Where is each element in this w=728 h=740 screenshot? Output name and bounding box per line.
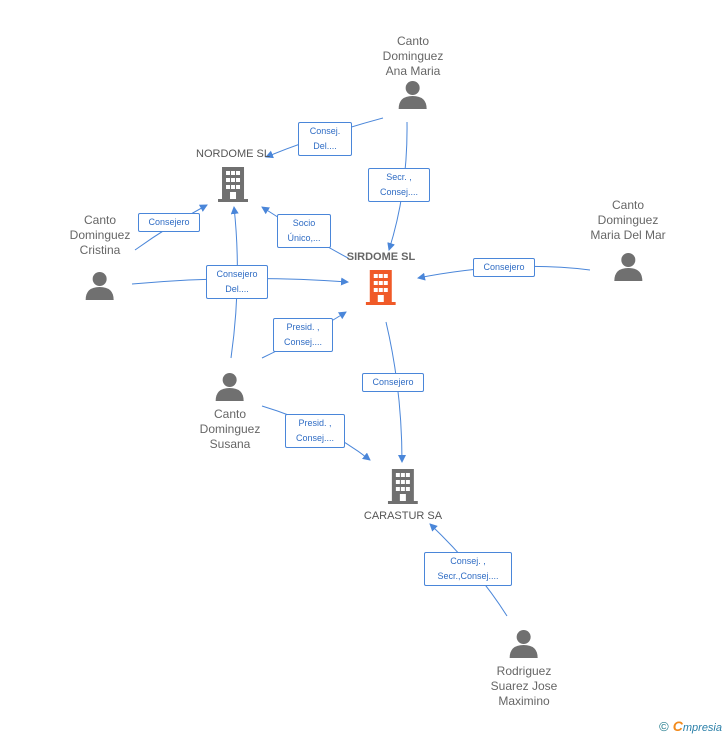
company-node[interactable]: CARASTUR SA	[364, 468, 442, 522]
edge-label[interactable]: Presid. ,Consej....	[273, 318, 333, 352]
edge-label[interactable]: Consej. ,Secr.,Consej....	[424, 552, 512, 586]
edge-label[interactable]: Secr. ,Consej....	[368, 168, 430, 202]
edge-label[interactable]: Presid. ,Consej....	[285, 414, 345, 448]
edge-label[interactable]: Consejero	[138, 213, 200, 232]
building-icon	[365, 270, 396, 305]
building-icon	[218, 167, 248, 202]
copyright-symbol: ©	[659, 719, 669, 734]
edge-sirdome-carastur	[385, 321, 406, 463]
edge-label[interactable]: Consejero	[473, 258, 535, 277]
company-name: NORDOME SL	[196, 148, 270, 160]
brand-logo-text: mpresia	[682, 722, 722, 734]
person-icon	[509, 630, 538, 658]
building-icon	[388, 469, 418, 504]
person-icon	[215, 373, 244, 401]
brand-logo-initial: C	[672, 718, 683, 734]
company-name: SIRDOME SL	[346, 251, 416, 263]
person-icon	[398, 81, 427, 109]
company-name: CARASTUR SA	[363, 510, 443, 522]
edge-label[interactable]: Consej.Del....	[298, 122, 352, 156]
person-icon	[613, 253, 642, 281]
edge-label[interactable]: Consejero	[362, 373, 424, 392]
person-icon	[85, 272, 114, 300]
company-node[interactable]: NORDOME SL	[196, 148, 270, 202]
brand-footer: ©Cmpresia	[659, 718, 722, 734]
company-node-focus[interactable]: SIRDOME SL	[347, 251, 415, 305]
